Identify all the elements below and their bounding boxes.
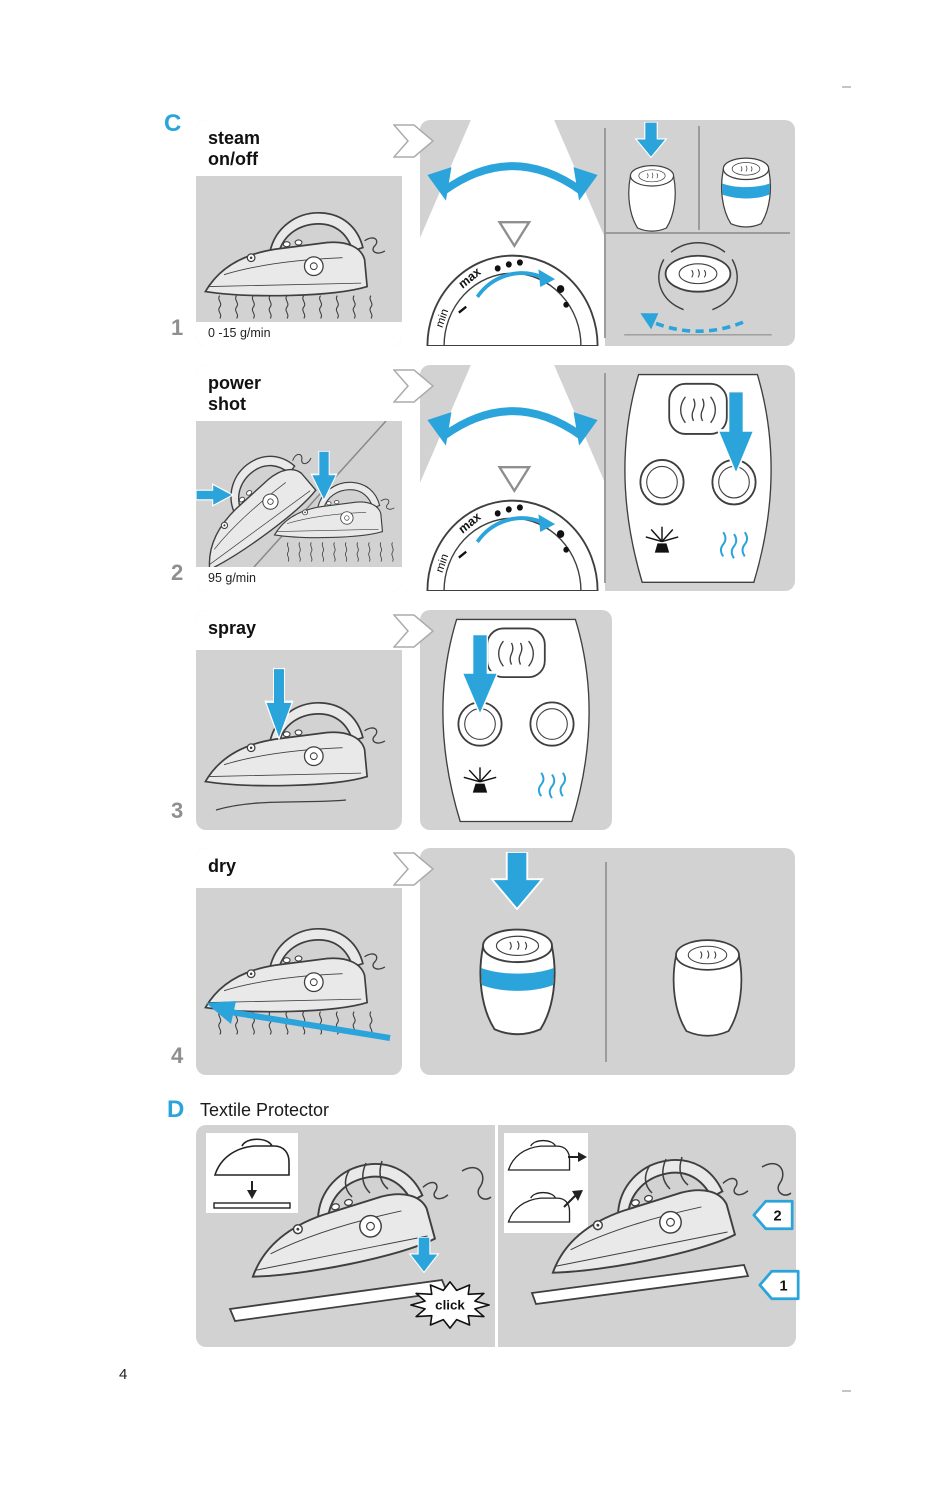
step4-title-line1: dry bbox=[208, 856, 237, 876]
click-label: click bbox=[435, 1297, 465, 1312]
step4-title: dry bbox=[196, 848, 402, 888]
spray-illustration bbox=[204, 668, 386, 811]
steam-dial-illustration bbox=[420, 365, 605, 591]
divider bbox=[604, 373, 606, 583]
divider bbox=[604, 232, 790, 234]
d-step-remove-area: 2 1 bbox=[496, 1125, 800, 1347]
step3-left-panel: spray bbox=[196, 610, 402, 830]
page-number: 4 bbox=[119, 1366, 128, 1383]
steam-cap-icon bbox=[672, 939, 743, 1037]
arrow-down-icon bbox=[460, 634, 500, 716]
arrow-down-icon bbox=[635, 122, 667, 158]
step3-title-line1: spray bbox=[208, 618, 257, 638]
step1-title-line2: on/off bbox=[208, 149, 258, 169]
step-number-4: 4 bbox=[171, 1043, 184, 1068]
arrow-right-connector-icon bbox=[393, 369, 435, 403]
step1-left-panel: steam on/off 0 -15 g/min bbox=[196, 120, 402, 346]
steam-cap-band-icon bbox=[708, 148, 784, 230]
step2-title-line2: shot bbox=[208, 394, 246, 414]
textile-protector-panel: click bbox=[196, 1125, 800, 1347]
iron-steaming-illustration bbox=[204, 211, 386, 319]
iron-off-plate-icon bbox=[507, 1139, 587, 1223]
divider bbox=[698, 126, 700, 230]
button-deck-illustration bbox=[441, 618, 591, 823]
arrow-down-icon bbox=[716, 391, 756, 475]
step2-left-panel: power shot 95 g/min bbox=[196, 365, 402, 591]
step1-caption: 0 -15 g/min bbox=[196, 322, 402, 346]
step3-right-panel bbox=[420, 610, 612, 830]
print-mark bbox=[842, 86, 851, 88]
step4-right-panel bbox=[420, 848, 795, 1075]
hand-turning-cap-illustration bbox=[622, 240, 774, 337]
section-d-label: D bbox=[167, 1096, 185, 1123]
step1-title: steam on/off bbox=[196, 120, 402, 176]
step2-title-line1: power bbox=[208, 373, 262, 393]
step-badge-2: 2 bbox=[752, 1199, 794, 1231]
section-d-title: Textile Protector bbox=[200, 1100, 330, 1120]
arrow-right-connector-icon bbox=[393, 614, 435, 648]
click-burst-icon: click bbox=[410, 1281, 490, 1329]
arrow-right-connector-icon bbox=[393, 852, 435, 886]
divider bbox=[605, 862, 607, 1062]
button-deck-illustration bbox=[623, 373, 773, 584]
remove-inset bbox=[504, 1133, 588, 1233]
steam-cap-band-icon bbox=[460, 914, 575, 1039]
steam-dial-illustration bbox=[420, 120, 605, 346]
attach-inset bbox=[206, 1133, 298, 1213]
d-step-attach-area: click bbox=[196, 1125, 496, 1347]
badge-2-label: 2 bbox=[774, 1208, 782, 1224]
arrow-right-connector-icon bbox=[393, 124, 435, 158]
divider bbox=[495, 1125, 498, 1347]
step2-caption: 95 g/min bbox=[196, 567, 402, 591]
step4-left-panel: dry bbox=[196, 848, 402, 1075]
step2-title: power shot bbox=[196, 365, 402, 421]
arrow-down-icon bbox=[490, 852, 544, 910]
step3-title: spray bbox=[196, 610, 402, 650]
no-steam-illustration bbox=[204, 927, 391, 1041]
iron-onto-plate-icon bbox=[213, 1138, 291, 1209]
step-number-2: 2 bbox=[171, 560, 184, 585]
print-mark bbox=[842, 1390, 851, 1392]
step1-title-line1: steam bbox=[208, 128, 261, 148]
badge-1-label: 1 bbox=[780, 1278, 788, 1294]
step1-right-panel bbox=[420, 120, 795, 346]
step-number-3: 3 bbox=[171, 798, 184, 823]
power-shot-illustration bbox=[196, 421, 395, 567]
step2-right-panel bbox=[420, 365, 795, 591]
iron-release-protector-illustration bbox=[530, 1146, 792, 1305]
step-number-1: 1 bbox=[171, 315, 184, 340]
section-c-label: C bbox=[164, 110, 182, 137]
step-badge-1: 1 bbox=[758, 1269, 800, 1301]
steam-cap-icon bbox=[628, 165, 676, 232]
